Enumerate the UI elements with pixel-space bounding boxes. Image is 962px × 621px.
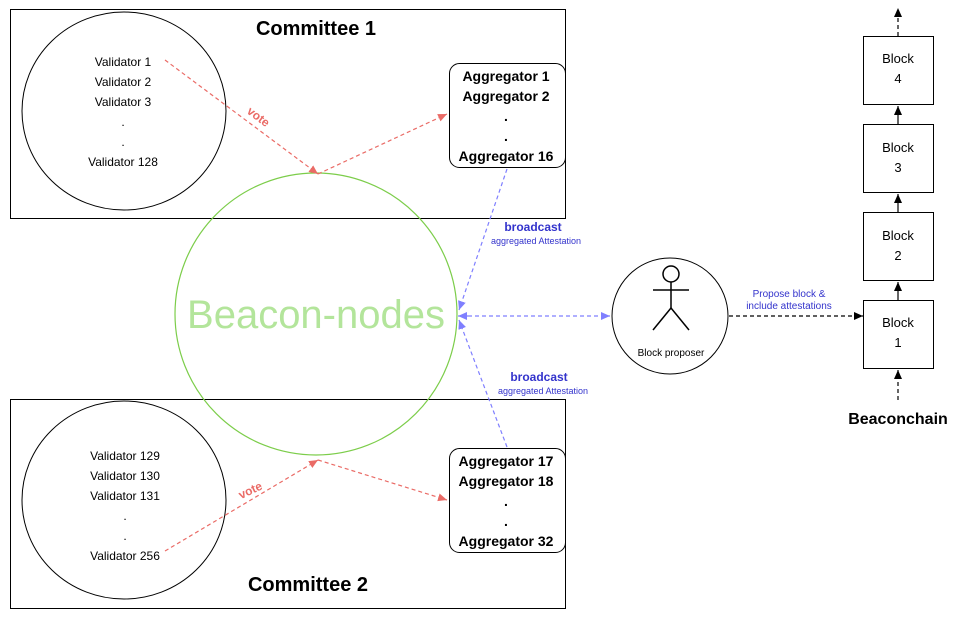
beaconchain-label: Beaconchain [848,411,948,428]
broadcast-arrow-top [458,168,508,311]
broadcast-arrow-bottom [458,319,508,448]
validator-item: . [121,135,124,149]
block-3-number: 3 [894,160,901,175]
committee-2-aggregators-box [449,448,566,553]
validator-item: Validator 2 [95,75,152,89]
aggregator-item: . [504,493,508,509]
block-4-number: 4 [894,71,901,86]
block-1-label: Block [882,315,914,330]
committee-1-title: Committee 1 [256,18,376,40]
beacon-nodes-label: Beacon-nodes [187,293,445,337]
block-3-label: Block [882,140,914,155]
committee-2-validators-circle [21,400,227,600]
person-icon [652,265,690,331]
propose-label-line2: include attestations [746,301,832,312]
vote-arrows [164,59,448,552]
block-4 [863,36,934,105]
broadcast-top-title: broadcast [504,220,561,234]
block-proposer-circle [611,257,729,375]
committee-1-aggregators-box [449,63,566,168]
forward-arrow-1 [317,113,448,175]
vote-arrow-2 [164,459,319,552]
validator-item: . [123,509,126,523]
aggregator-item: . [504,108,508,124]
aggregator-item: Aggregator 2 [462,88,549,104]
block-2 [863,212,934,281]
block-2-number: 2 [894,248,901,263]
aggregator-item: Aggregator 16 [459,148,554,164]
aggregator-item: Aggregator 1 [462,68,549,84]
propose-label-line1: Propose block & [753,289,826,300]
validator-item: Validator 1 [95,55,152,69]
broadcast-top-subtitle: aggregated Attestation [491,236,581,246]
aggregator-item: . [504,128,508,144]
broadcast-bottom-title: broadcast [510,370,567,384]
forward-arrow-2 [317,459,448,502]
validator-item: Validator 131 [90,489,160,503]
aggregator-item: . [504,513,508,529]
beaconchain: Block 4 Block 3 Block 2 Block 1 [863,8,934,400]
validator-item: . [123,529,126,543]
broadcast-bottom-subtitle: aggregated Attestation [498,386,588,396]
committee-2-aggregator-list: Aggregator 17 Aggregator 18 . . Aggregat… [459,453,554,549]
aggregator-item: Aggregator 18 [459,473,554,489]
committee-2-validator-list: Validator 129 Validator 130 Validator 13… [90,449,160,563]
validator-item: Validator 129 [90,449,160,463]
block-1-number: 1 [894,335,901,350]
block-4-label: Block [882,51,914,66]
committee-1-validator-list: Validator 1 Validator 2 Validator 3 . . … [88,55,158,169]
validator-item: . [121,115,124,129]
block-3 [863,124,934,193]
block-proposer-label: Block proposer [638,348,705,359]
aggregator-item: Aggregator 17 [459,453,554,469]
validator-item: Validator 128 [88,155,158,169]
broadcast-arrows [458,168,610,448]
validator-item: Validator 3 [95,95,152,109]
validator-item: Validator 130 [90,469,160,483]
block-2-label: Block [882,228,914,243]
aggregator-item: Aggregator 32 [459,533,554,549]
committee-2-title: Committee 2 [248,574,368,596]
committee-1-validators-circle [21,11,227,211]
vote-arrow-1 [164,59,319,175]
committee-1-aggregator-list: Aggregator 1 Aggregator 2 . . Aggregator… [459,68,554,164]
block-1 [863,300,934,369]
validator-item: Validator 256 [90,549,160,563]
